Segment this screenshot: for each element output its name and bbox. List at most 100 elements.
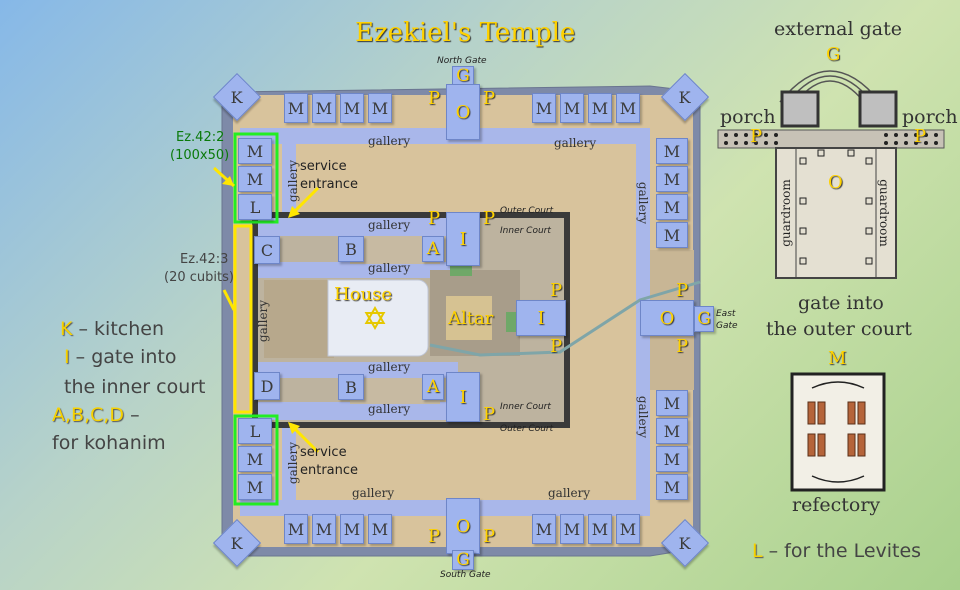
room-m: M	[656, 474, 688, 500]
altar-label: Altar	[448, 308, 494, 329]
porch-p: P	[483, 404, 496, 425]
house-label: House	[334, 284, 393, 305]
porch-left-label: porch	[720, 106, 776, 128]
chamber-a: A	[422, 236, 444, 262]
porch-p: P	[428, 208, 441, 229]
external-gate-label: external gate	[774, 18, 902, 40]
inner-court-label: Inner Court	[500, 402, 551, 412]
guardroom-left-label: guardroom	[778, 179, 793, 247]
gallery-label: gallery	[368, 218, 411, 232]
ez42-2-box	[233, 132, 279, 224]
legend-abcd-2: for kohanim	[52, 432, 166, 454]
gate-o-detail: O	[828, 172, 843, 193]
room-m: M	[656, 138, 688, 164]
gate-detail-plan	[717, 70, 945, 279]
room-m: M	[238, 138, 272, 164]
porch-p: P	[483, 208, 496, 229]
refectory-label: refectory	[792, 494, 881, 516]
gate-g-south: G	[452, 550, 474, 570]
gallery-label: gallery	[368, 360, 411, 374]
room-m: M	[656, 222, 688, 248]
gallery-label: gallery	[636, 181, 651, 225]
guardroom-right-label: guardroom	[876, 179, 891, 247]
gate-caption-2: the outer court	[766, 318, 912, 340]
room-m: M	[340, 514, 364, 544]
legend-l: L – for the Levites	[752, 540, 922, 562]
inner-gate-i-south: I	[446, 372, 480, 422]
room-l: L	[238, 418, 272, 444]
room-m: M	[656, 418, 688, 444]
inner-gate-i-north: I	[446, 212, 480, 266]
room-m: M	[238, 166, 272, 192]
room-l: L	[238, 194, 272, 220]
legend-i: I – gate into	[64, 346, 177, 368]
legend-i-2: the inner court	[64, 376, 206, 398]
gate-o-south: O	[446, 498, 480, 554]
room-m: M	[284, 93, 308, 123]
room-m: M	[340, 93, 364, 123]
room-m: M	[284, 514, 308, 544]
gallery-label: gallery	[368, 261, 411, 275]
outer-court-label: Outer Court	[500, 206, 554, 216]
room-m: M	[312, 514, 336, 544]
porch-p: P	[428, 88, 441, 109]
room-m: M	[532, 93, 556, 123]
chamber-b: B	[338, 374, 364, 400]
altar	[446, 296, 492, 340]
house	[327, 279, 429, 357]
gate-o-north: O	[446, 84, 480, 140]
outer-court-label: Outer Court	[500, 424, 554, 434]
room-m: M	[656, 390, 688, 416]
room-m: M	[368, 514, 392, 544]
gallery-label: gallery	[286, 441, 301, 485]
south-gate-label: South Gate	[440, 570, 491, 580]
porch-p: P	[676, 336, 689, 357]
service-entrance-label: service entrance	[300, 159, 359, 192]
gallery-label: gallery	[554, 136, 597, 150]
gate-g-north: G	[452, 66, 474, 86]
gallery-label: gallery	[368, 402, 411, 416]
page-title: Ezekiel's Temple	[355, 18, 576, 48]
room-m: M	[588, 514, 612, 544]
porch-p-right: P	[914, 126, 927, 147]
porch-p: P	[428, 526, 441, 547]
porch-p: P	[483, 526, 496, 547]
room-m: M	[560, 93, 584, 123]
room-m: M	[616, 514, 640, 544]
room-m: M	[560, 514, 584, 544]
porch-p: P	[676, 280, 689, 301]
service-entrance-label: service entrance	[300, 445, 359, 478]
gate-g-detail: G	[826, 44, 841, 65]
ez42-3-ref: Ez.42:3	[180, 252, 229, 267]
east-gate-label: East Gate	[716, 309, 738, 331]
inner-gate-i-east: I	[516, 300, 566, 336]
chamber-d: D	[254, 372, 280, 400]
north-gate-label: North Gate	[437, 56, 487, 66]
ez42-2-dims: (100x50)	[170, 148, 230, 163]
room-m: M	[368, 93, 392, 123]
room-m: M	[238, 474, 272, 500]
gate-g-east: G	[694, 306, 714, 332]
ez42-2-ref: Ez.42:2	[176, 130, 225, 145]
gallery-label: gallery	[256, 299, 271, 343]
porch-p: P	[550, 280, 563, 301]
porch-p: P	[550, 336, 563, 357]
chamber-b: B	[338, 236, 364, 262]
gallery-label: gallery	[548, 486, 591, 500]
room-m: M	[656, 166, 688, 192]
room-m: M	[532, 514, 556, 544]
chamber-c: C	[254, 236, 280, 264]
legend-abcd: A,B,C,D –	[52, 404, 140, 426]
gallery-label: gallery	[636, 395, 651, 439]
room-m: M	[312, 93, 336, 123]
refectory-key: M	[828, 348, 847, 369]
room-m: M	[656, 446, 688, 472]
gate-caption-1: gate into	[798, 292, 884, 314]
chamber-a: A	[422, 374, 444, 400]
gallery-label: gallery	[286, 159, 301, 203]
ez42-2-box-lower	[233, 414, 279, 506]
room-m: M	[238, 446, 272, 472]
legend-k: K – kitchen	[60, 318, 165, 340]
room-m: M	[656, 194, 688, 220]
